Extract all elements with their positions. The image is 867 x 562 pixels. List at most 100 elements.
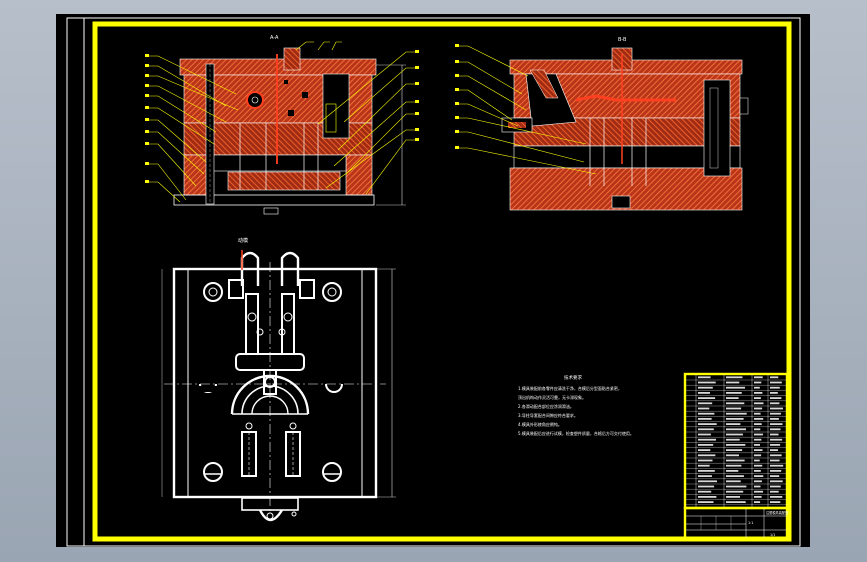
bom-cell-text-mark — [754, 501, 761, 503]
bom-cell-text-mark — [754, 449, 763, 451]
cad-viewport[interactable]: A-A — [56, 14, 810, 547]
bom-cell-text-mark — [726, 402, 745, 405]
tech-req-line: 4.模具外形棱角应倒钝。 — [518, 421, 562, 427]
bom-cell-text-mark — [698, 449, 711, 451]
bom-cell-text-mark — [770, 433, 779, 436]
bom-cell-text-mark — [698, 418, 712, 420]
bom-cell-text-mark — [698, 428, 714, 431]
bom-cell-text-mark — [726, 470, 739, 472]
bom-cell-text-mark — [698, 381, 716, 384]
bom-cell-text-mark — [698, 392, 710, 394]
bom-cell-text-mark — [726, 423, 741, 425]
front-ejector-plate — [227, 171, 341, 191]
bom-cell-text-mark — [726, 397, 739, 399]
plan-view[interactable]: 动模 — [161, 237, 396, 522]
bom-cell-text-mark — [726, 490, 744, 493]
bom-cell-text-mark — [698, 376, 711, 379]
tech-req-line: 3.导柱导套配合间隙应符合要求。 — [518, 412, 578, 418]
bom-cell-text-mark — [726, 464, 742, 467]
bom-cell-text-mark — [726, 376, 743, 379]
bom-cell-text-mark — [754, 381, 762, 384]
tech-req-line: 顶出机构动作灵活可靠，无卡滞现象。 — [518, 394, 586, 400]
bom-cell-text-mark — [754, 454, 762, 457]
tech-req-line: 5.模具装配后应进行试模，检查塑件质量，合格后方可交付使用。 — [518, 430, 634, 436]
bom-cell-text-mark — [770, 412, 781, 415]
front-spacer-left — [183, 154, 209, 196]
bom-cell-text-mark — [698, 475, 712, 477]
side-base-slot — [611, 195, 631, 209]
bom-cell-text-mark — [726, 444, 746, 446]
title-block[interactable]: 注塑模具装配图 1:1 1/1 — [683, 372, 788, 540]
bom-cell-text-mark — [726, 381, 740, 384]
bom-cell-text-mark — [754, 376, 763, 379]
bom-cell-text-mark — [770, 438, 783, 441]
bom-cell-text-mark — [770, 454, 782, 457]
bom-cell-text-mark — [754, 438, 762, 441]
plan-view-label: 动模 — [238, 237, 248, 244]
bom-cell-text-mark — [770, 496, 783, 498]
plan-guide-hole-tr — [322, 282, 342, 302]
front-leader-lines-right — [295, 41, 416, 195]
bom-cell-text-mark — [770, 470, 782, 472]
bom-cell-text-mark — [770, 459, 780, 462]
drawing-canvas: A-A — [66, 17, 801, 547]
bom-cell-text-mark — [726, 459, 745, 462]
plan-guide-hole-tl — [203, 282, 223, 302]
bom-cell-text-mark — [754, 402, 764, 405]
bom-cell-text-mark — [726, 386, 745, 389]
bom-cell-text-mark — [698, 501, 714, 503]
plan-guide-hole-br — [322, 462, 342, 482]
bom-cell-text-mark — [698, 397, 716, 399]
front-base-slot — [263, 207, 279, 215]
bom-cell-text-mark — [770, 423, 783, 425]
side-section-view[interactable]: B-B — [455, 37, 749, 211]
bom-cell-text-mark — [770, 449, 778, 451]
bom-cell-text-mark — [754, 397, 761, 399]
bom-cell-text-mark — [754, 480, 762, 483]
bom-cell-text-mark — [770, 480, 783, 483]
plan-guide-hole-bl — [203, 462, 223, 482]
bom-cell-text-mark — [726, 438, 740, 441]
bom-cell-text-mark — [698, 386, 713, 389]
plan-cooling-outlet — [258, 509, 284, 522]
side-section-label: B-B — [618, 37, 627, 43]
bom-cell-text-mark — [726, 485, 747, 488]
bom-cell-text-mark — [770, 381, 782, 384]
bom-cell-text-mark — [754, 475, 764, 477]
bom-cell-text-mark — [698, 470, 715, 472]
bom-cell-text-mark — [726, 392, 742, 394]
front-insert-window — [325, 103, 337, 133]
bom-cell-text-mark — [770, 402, 780, 405]
bom-cell-text-mark — [726, 480, 741, 483]
sheet-outer-frame — [66, 17, 801, 547]
tech-req-line: 1.模具装配前各零件应清洗干净，合模后分型面贴合紧密， — [518, 385, 622, 391]
tech-req-title: 技术要求 — [564, 374, 582, 381]
bom-cell-text-mark — [698, 407, 710, 410]
title-block-name: 注塑模具装配图 — [766, 510, 788, 515]
bom-cell-text-mark — [698, 438, 716, 441]
bom-cell-text-mark — [754, 386, 760, 389]
front-section-view[interactable]: A-A — [145, 35, 419, 215]
bom-cell-text-mark — [698, 496, 717, 498]
front-leader-lines-left — [148, 55, 239, 203]
bom-cell-text-mark — [770, 485, 781, 488]
bom-cell-text-mark — [770, 386, 780, 389]
bom-cell-text-mark — [726, 428, 746, 431]
bom-cell-text-mark — [698, 459, 713, 462]
bom-cell-text-mark — [770, 428, 781, 431]
bom-cell-text-mark — [754, 496, 762, 498]
bom-cell-text-mark — [726, 475, 744, 477]
bom-cell-text-mark — [698, 412, 715, 415]
bom-cell-text-mark — [754, 444, 760, 446]
bom-cell-text-mark — [754, 459, 760, 462]
tech-req-line: 2.各滑动配合部位应涂润滑油。 — [518, 403, 574, 409]
bom-cell-text-mark — [698, 480, 717, 483]
bom-cell-text-mark — [726, 433, 743, 436]
bom-cell-text-mark — [698, 490, 712, 493]
bom-cell-text-mark — [770, 418, 779, 420]
bom-cell-text-mark — [698, 402, 713, 405]
bom-cell-text-mark — [754, 428, 761, 431]
bom-cell-text-mark — [698, 454, 716, 457]
bom-cell-text-mark — [754, 470, 761, 472]
bom-cell-text-mark — [770, 444, 781, 446]
